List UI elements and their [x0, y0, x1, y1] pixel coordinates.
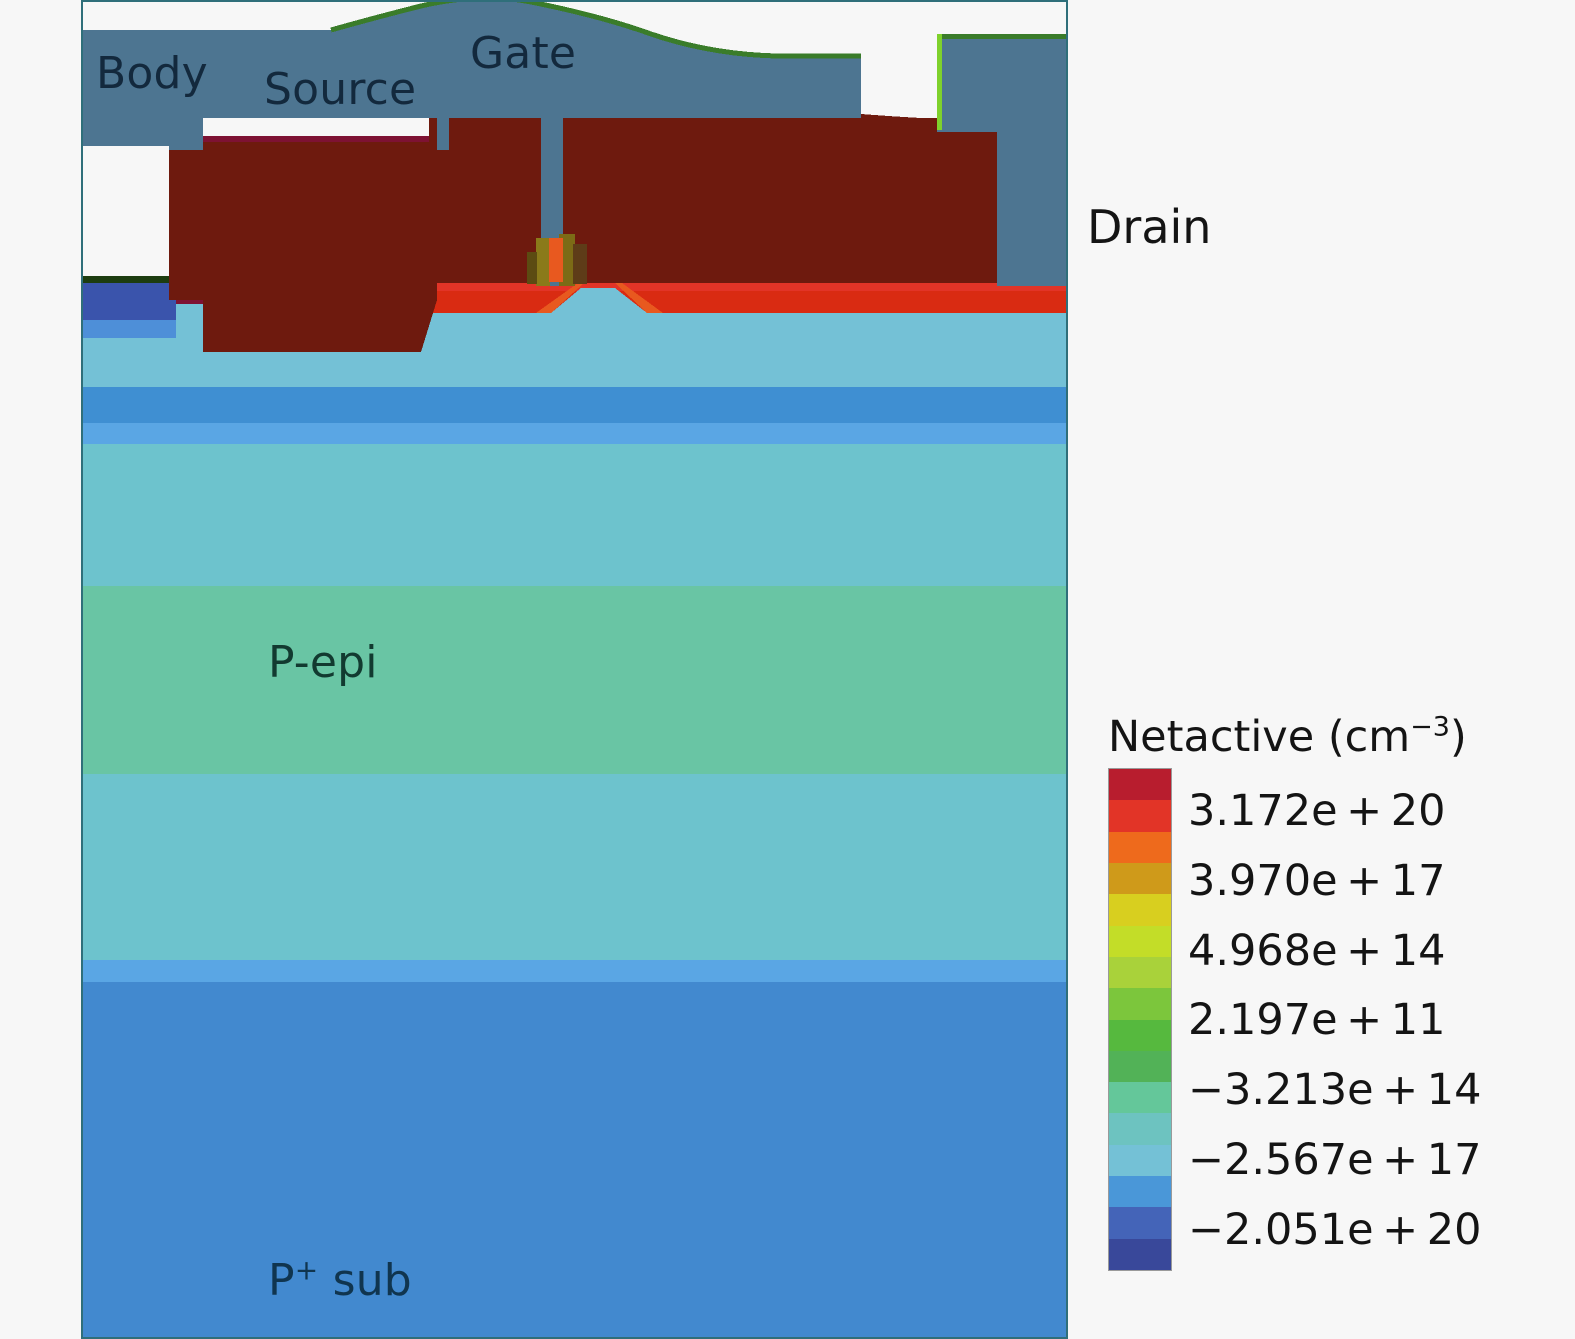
source-top-contour [169, 136, 437, 142]
legend-title-text: Netactive (cm [1108, 712, 1411, 762]
metal-gap-fill [437, 110, 449, 150]
gate-foot-right [573, 244, 587, 284]
metal-interconnect [81, 0, 1068, 286]
layer-epi-lower-teal [81, 772, 1068, 960]
channel-notch [551, 288, 647, 313]
colorbar-swatch-14 [1109, 1207, 1171, 1239]
gate-foot-left [527, 252, 537, 284]
colorbar-swatch-4 [1109, 894, 1171, 926]
colorbar-tick-label-0: 3.172e + 20 [1188, 786, 1446, 836]
colorbar-swatch-13 [1109, 1176, 1171, 1208]
colorbar-gradient [1108, 768, 1172, 1271]
colorbar-swatch-6 [1109, 956, 1171, 989]
metal-contour-drain-left [937, 34, 942, 130]
metal-top-plate [81, 0, 861, 118]
colorbar-tick-label-6: −2.051e + 20 [1188, 1204, 1482, 1255]
colorbar-tick-label-3: 2.197e + 11 [1188, 995, 1446, 1046]
legend-title-tail: ) [1449, 712, 1467, 762]
colorbar-tick-label-1: 3.970e + 17 [1188, 855, 1446, 906]
colorbar-tick-label-2: 4.968e + 14 [1188, 925, 1446, 976]
channel-edge-right [615, 283, 663, 313]
layer-p-plus-substrate [81, 980, 1068, 1339]
colorbar-tick-label-4: −3.213e + 14 [1188, 1065, 1482, 1116]
channel-edge-left [536, 283, 584, 313]
colorbar-tick-labels: 3.172e + 20 3.970e + 17 4.968e + 14 2.197e … [1188, 768, 1482, 1269]
colorbar-swatch-3 [1109, 862, 1171, 895]
layer-epi-mid-teal [81, 442, 1068, 586]
metal-body-plug [81, 110, 169, 146]
colorbar-legend: Netactive (cm−3) 3.172e + 20 3.970e + 17 4… [1100, 712, 1570, 1271]
gate-oxide-core [549, 238, 563, 282]
colorbar-swatch-10 [1109, 1082, 1171, 1114]
layer-epi-band-light [81, 421, 1068, 444]
legend-title-exponent: −3 [1410, 711, 1450, 743]
device-cross-section [81, 0, 1068, 1339]
n-plus-source-diffusion [169, 140, 437, 352]
layer-sub-transition [81, 958, 1068, 982]
metal-drain-via [997, 130, 1025, 286]
colorbar-swatch-12 [1109, 1144, 1171, 1177]
colorbar-swatch-9 [1109, 1050, 1171, 1083]
drift-red-top [426, 281, 1068, 291]
n-plus-drain-diffusion [559, 91, 997, 283]
colorbar-tick-label-5: −2.567e + 17 [1188, 1135, 1482, 1186]
gate-stack [527, 234, 587, 286]
metal-contour-drain [937, 34, 1068, 39]
metal-source-plug [169, 110, 203, 150]
colorbar-swatch-7 [1109, 988, 1171, 1020]
gate-spacer-left [536, 238, 550, 286]
doping-layer-stack [81, 300, 1068, 1339]
metal-contour-hump [330, 0, 861, 59]
layer-p-epi-green [81, 584, 1068, 774]
metal-drain-plug [1017, 36, 1068, 286]
layer-epi-band-blue [81, 385, 1068, 423]
colorbar-swatch-0 [1109, 769, 1171, 801]
colorbar-swatch-5 [1109, 925, 1171, 957]
p-plus-body-implant-tail [81, 320, 176, 338]
legend-title: Netactive (cm−3) [1108, 712, 1570, 762]
colorbar-swatch-2 [1109, 831, 1171, 863]
p-plus-body-implant [81, 283, 176, 323]
label-drain: Drain [1087, 200, 1212, 254]
n-plus-left-of-gate [429, 96, 541, 283]
colorbar-swatch-15 [1109, 1238, 1171, 1270]
colorbar-swatch-8 [1109, 1019, 1171, 1051]
colorbar-swatch-1 [1109, 800, 1171, 832]
colorbar-swatch-11 [1109, 1113, 1171, 1145]
